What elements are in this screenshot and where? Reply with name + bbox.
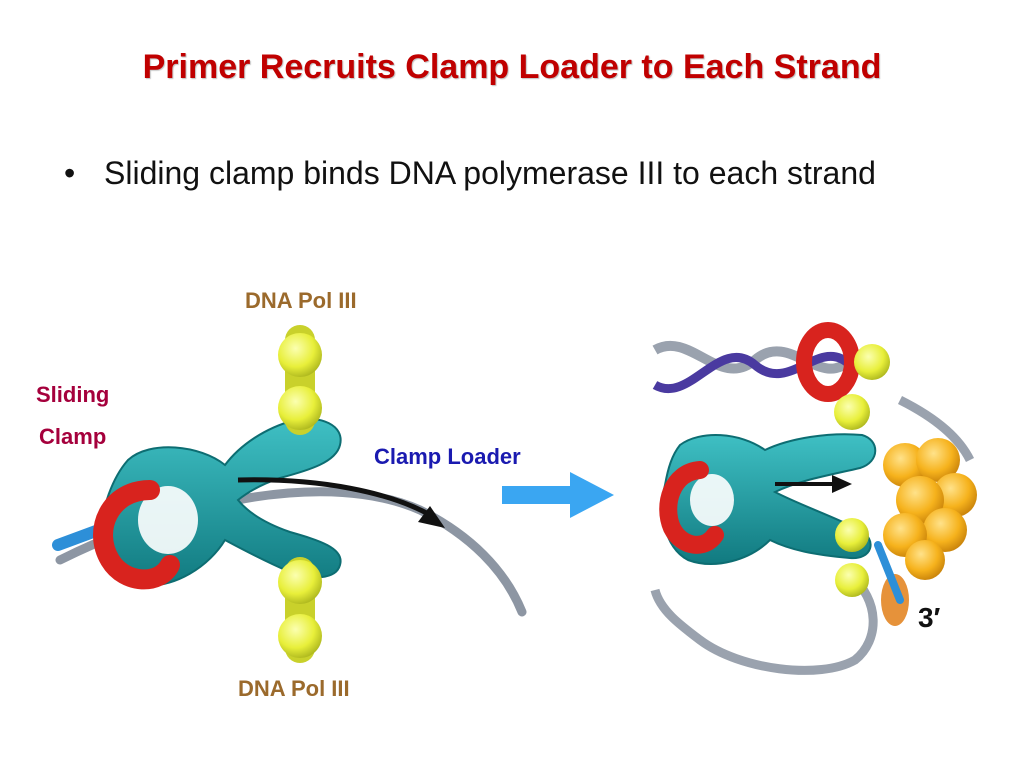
clamp-loader-complex [874,438,977,626]
slide-title: Primer Recruits Clamp Loader to Each Str… [142,48,882,86]
sliding-clamp-label-line1: Sliding [36,382,110,407]
dna-pol-bottom-label: DNA Pol III [238,676,350,701]
transition-arrow [502,472,614,518]
sliding-clamp-label-line2: Clamp [39,424,107,449]
sliding-clamp-left [93,480,180,590]
pol-ball-4 [278,614,322,658]
sliding-clamp-label: Sliding Clamp [36,374,109,458]
dna-helix-strand-2 [652,351,854,394]
dna-pol-top-label: DNA Pol III [245,288,357,313]
pol-ball-2 [278,386,322,430]
pol-ball-7 [835,518,869,552]
sliding-clamp-right [659,461,724,554]
direction-arrow-left [237,477,434,519]
bullet-text: Sliding clamp binds DNA polymerase III t… [104,155,876,191]
clamp-loader-label: Clamp Loader [374,444,521,469]
pol-ball-6 [834,394,870,430]
dna-loop-right [650,571,878,675]
pol-ball-1 [278,333,322,377]
sliding-clamp-right-top [796,322,860,402]
bullet-symbol: • [64,155,76,191]
pol-ball-8 [835,563,869,597]
right-diagram [650,322,977,675]
pol-ball-3 [278,560,322,604]
three-prime-label: 3′ [918,602,941,633]
pol-ball-5 [854,344,890,380]
left-diagram [52,325,527,663]
dna-strand-right [897,395,975,463]
